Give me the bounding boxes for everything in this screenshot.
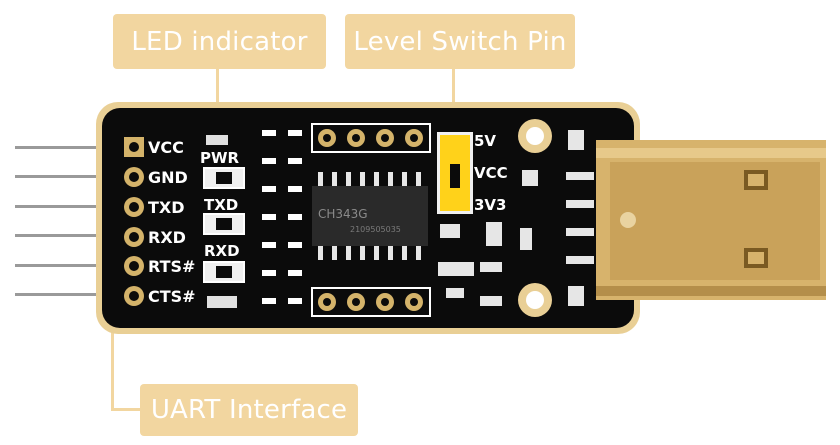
pin-label-cts: CTS# xyxy=(148,287,196,306)
usb-plug xyxy=(596,140,826,300)
uart-callout-line-h xyxy=(111,408,141,411)
pin-label-gnd: GND xyxy=(148,168,188,187)
level-switch-jumper: 5V VCC 3V3 xyxy=(437,132,508,214)
pin-label-vcc: VCC xyxy=(148,138,184,157)
uart-interface-callout: UART Interface xyxy=(140,384,358,436)
level-label-vcc: VCC xyxy=(474,164,508,182)
pin-label-rxd: RXD xyxy=(148,228,186,247)
pin-pads xyxy=(124,137,144,306)
mounting-holes xyxy=(518,119,552,317)
led-group: PWR TXD RXD xyxy=(200,135,245,308)
level-label-5v: 5V xyxy=(474,132,496,150)
bottom-header-holes xyxy=(311,287,431,317)
ch343g-chip: CH343G 2109505035 xyxy=(312,172,428,260)
pin-label-rts: RTS# xyxy=(148,257,195,276)
led-indicator-callout: LED indicator xyxy=(113,14,326,69)
led-label-txd: TXD xyxy=(204,196,238,214)
usb-pads xyxy=(566,172,594,264)
resistor-column xyxy=(262,130,302,304)
chip-code: 2109505035 xyxy=(350,225,401,234)
pin-label-txd: TXD xyxy=(148,198,185,217)
top-header-holes xyxy=(311,123,431,153)
chip-name: CH343G xyxy=(318,207,368,221)
level-switch-pin-callout: Level Switch Pin xyxy=(345,14,575,69)
level-label-3v3: 3V3 xyxy=(474,196,506,214)
small-components xyxy=(438,130,584,306)
led-label-pwr: PWR xyxy=(200,149,240,167)
led-label-rxd: RXD xyxy=(204,242,240,260)
